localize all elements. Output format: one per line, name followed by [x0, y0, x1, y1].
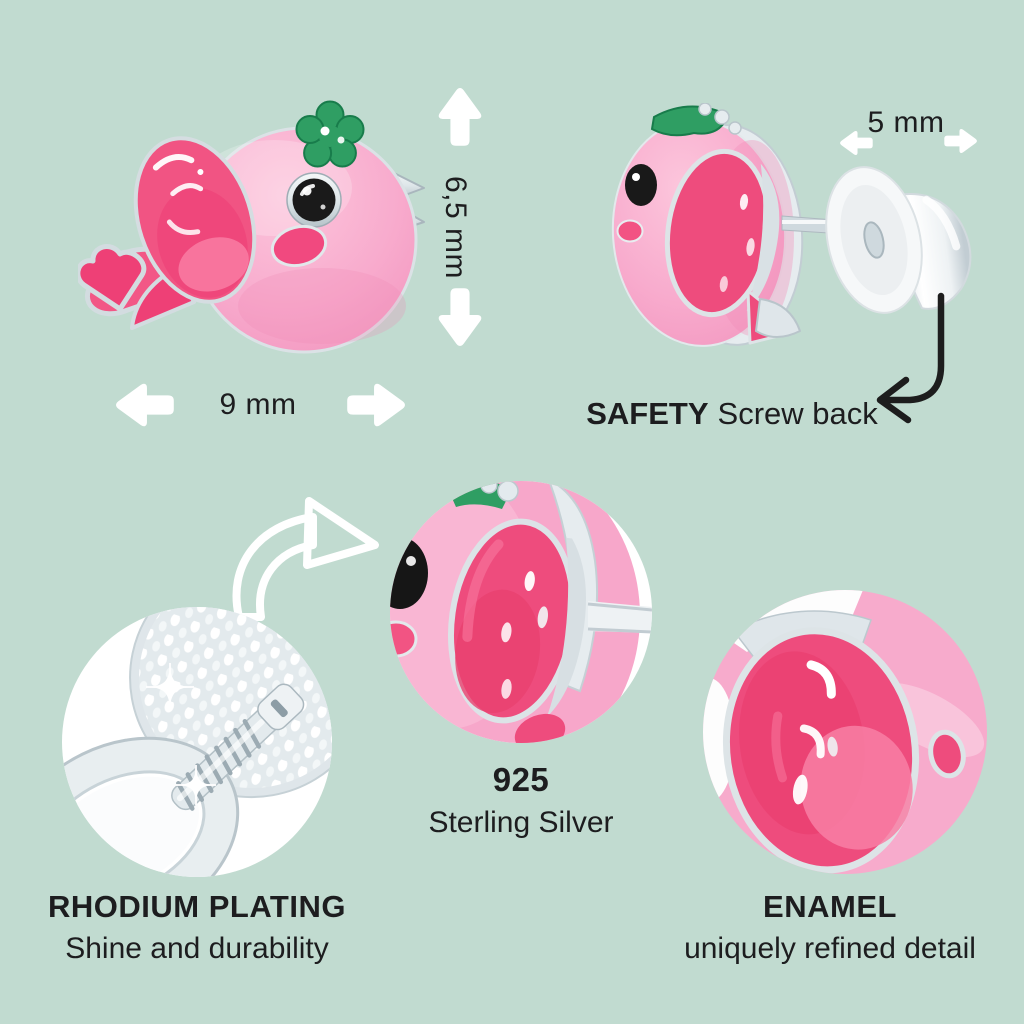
flower-icon: [295, 100, 365, 168]
arrow-down-icon: [438, 288, 482, 346]
arrow-right-icon: [347, 383, 405, 427]
front-width-label: 9 mm: [219, 388, 297, 421]
bird-earring-side: [611, 103, 972, 347]
clutch-disc: [825, 166, 923, 314]
feature-enamel-caption: ENAMEL uniquely refined detail: [650, 889, 1010, 966]
feature-rhodium-caption: RHODIUM PLATING Shine and durability: [15, 889, 379, 966]
arrow-right-small-icon: [944, 128, 977, 154]
eye: [286, 172, 342, 228]
safety-text: Screw back: [717, 396, 878, 431]
screw-mechanism-macro: [62, 607, 332, 877]
macro-cheek-bump: [928, 729, 966, 779]
sparkle-icon: [176, 765, 216, 805]
detail-circle-rhodium: [62, 607, 332, 877]
screwback-pointer-arrow-icon: [876, 292, 945, 424]
macro-wing-blob: [722, 627, 920, 874]
macro-enamel-blob: [447, 518, 586, 724]
threaded-screw: [171, 683, 305, 811]
arrow-up-icon: [438, 88, 482, 146]
side-bird: [611, 103, 804, 347]
wing: [133, 136, 257, 304]
macro-post: [587, 601, 652, 634]
feature-silver-title: 925: [492, 761, 550, 798]
enamel-wing-macro: [703, 590, 985, 874]
feature-silver-caption: 925 Sterling Silver: [381, 761, 661, 840]
detail-pointer-arrow-icon: [232, 497, 379, 621]
feature-enamel-subtitle: uniquely refined detail: [684, 932, 976, 965]
sparkle-icon: [146, 663, 194, 711]
safety-keyword: SAFETY: [586, 396, 709, 431]
enamel-side-macro: [390, 481, 652, 743]
back-width-label: 5 mm: [867, 106, 945, 139]
feature-enamel-title: ENAMEL: [763, 889, 897, 924]
feature-silver-subtitle: Sterling Silver: [428, 806, 614, 839]
detail-circle-silver: [390, 481, 652, 743]
feature-rhodium-subtitle: Shine and durability: [65, 932, 329, 965]
front-height-label: 6,5 mm: [439, 176, 472, 280]
feature-rhodium-title: RHODIUM PLATING: [48, 889, 346, 924]
arrow-left-icon: [116, 383, 174, 427]
bird-earring-front: [78, 100, 425, 354]
cheek: [270, 224, 328, 268]
detail-circle-enamel: [703, 590, 987, 874]
arrow-left-small-icon: [840, 130, 873, 156]
